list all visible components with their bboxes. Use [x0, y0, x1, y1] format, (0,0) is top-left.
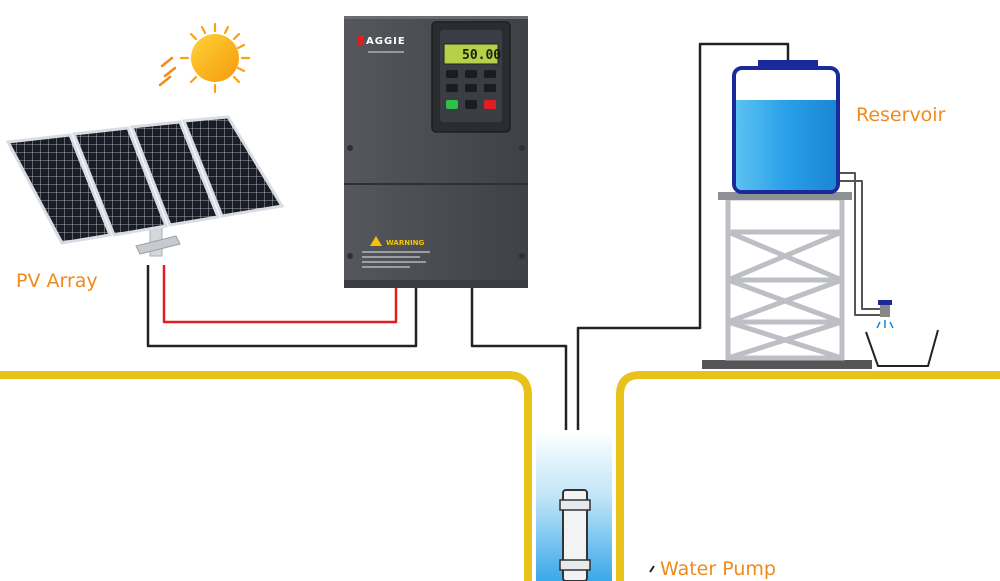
wiring — [146, 42, 885, 500]
submersible-pump-icon — [559, 489, 591, 581]
ground-line-right — [616, 371, 1000, 581]
pv-red-wire — [162, 265, 398, 324]
pump-cable — [470, 285, 568, 500]
water-tank-icon — [702, 60, 872, 369]
water-pump-pointer — [649, 565, 655, 573]
inverter-icon: AGGIE 50.00 WARNING — [344, 16, 528, 288]
pv-array-label: PV Array — [16, 270, 98, 292]
inverter-warning: WARNING — [386, 239, 425, 247]
inverter-brand: AGGIE — [366, 36, 406, 47]
sun-icon — [158, 22, 251, 94]
ground-line-left — [0, 371, 532, 581]
basin-icon — [865, 329, 939, 367]
solar-panel-icon — [5, 115, 285, 257]
sunbeam-icon — [158, 56, 177, 87]
faucet-icon — [876, 300, 894, 329]
water-pump-label: Water Pump — [660, 558, 776, 580]
pv-black-wire — [146, 265, 418, 348]
tank-overflow-pipe — [838, 172, 885, 316]
outlet-pipe — [576, 42, 790, 500]
inverter-lcd: 50.00 — [462, 48, 501, 63]
reservoir-label: Reservoir — [856, 104, 946, 126]
ground-well — [0, 371, 1000, 581]
